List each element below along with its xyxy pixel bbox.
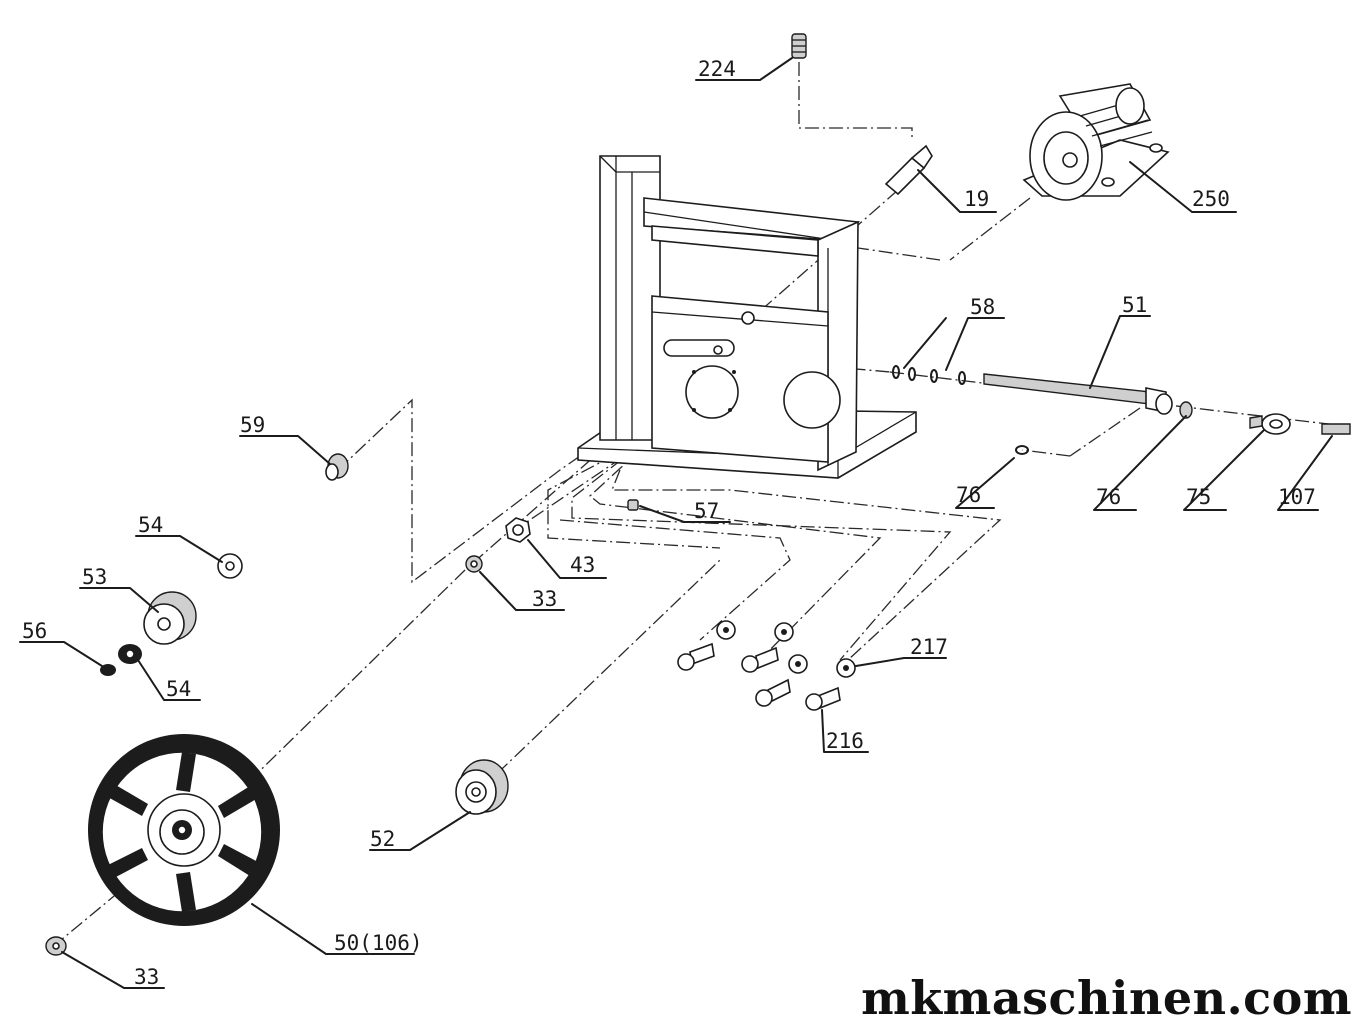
watermark-text: mkmaschinen.com: [861, 971, 1352, 1025]
part-52-motor-pulley: [455, 759, 509, 815]
part-54-washer-bottom: [118, 644, 142, 664]
label-250: 250: [1192, 187, 1230, 211]
label-107: 107: [1278, 485, 1316, 509]
part-76-washer: [1015, 445, 1029, 455]
label-57: 57: [694, 499, 719, 523]
label-56: 56: [22, 619, 47, 643]
part-107-rod: [1321, 423, 1351, 435]
motor-frame: [577, 155, 917, 479]
label-54-top: 54: [138, 513, 163, 537]
part-33-nut-bottom: [45, 936, 67, 956]
part-19-bolt: [884, 144, 933, 196]
part-224-setscrew: [791, 33, 807, 59]
label-43: 43: [570, 553, 595, 577]
label-76-right: 76: [1096, 485, 1121, 509]
label-216: 216: [826, 729, 864, 753]
part-33-nut-top: [465, 555, 483, 573]
label-217: 217: [910, 635, 948, 659]
label-75: 75: [1186, 485, 1211, 509]
label-76-left: 76: [956, 483, 981, 507]
part-75-eye-nut: [1249, 413, 1291, 435]
label-53: 53: [82, 565, 107, 589]
part-56-nut: [100, 664, 116, 676]
label-58: 58: [970, 295, 995, 319]
part-57-pin: [627, 499, 639, 511]
label-52: 52: [370, 827, 395, 851]
part-51-threaded-shaft: [983, 373, 1193, 419]
label-54-bottom: 54: [166, 677, 191, 701]
leader-lines: [19, 57, 1333, 989]
label-59: 59: [240, 413, 265, 437]
part-43-nut: [505, 517, 531, 543]
label-224: 224: [698, 57, 736, 81]
callout-labels: 224 19 250 58 51 59 54 53 56 54 43 33 57…: [22, 57, 1316, 989]
motor-250: [1022, 83, 1170, 201]
part-58-washers: [892, 365, 966, 385]
part-53-pulley: [143, 591, 197, 645]
label-51: 51: [1122, 293, 1147, 317]
label-33-top: 33: [532, 587, 557, 611]
label-33-bottom: 33: [134, 965, 159, 989]
part-59-shaft: [325, 453, 349, 481]
part-54-washer-top: [217, 553, 243, 579]
label-19: 19: [964, 187, 989, 211]
parts-216-217-screws-washers: [677, 620, 856, 711]
label-50-106: 50(106): [334, 931, 423, 955]
part-50-drive-pulley: [88, 734, 280, 926]
